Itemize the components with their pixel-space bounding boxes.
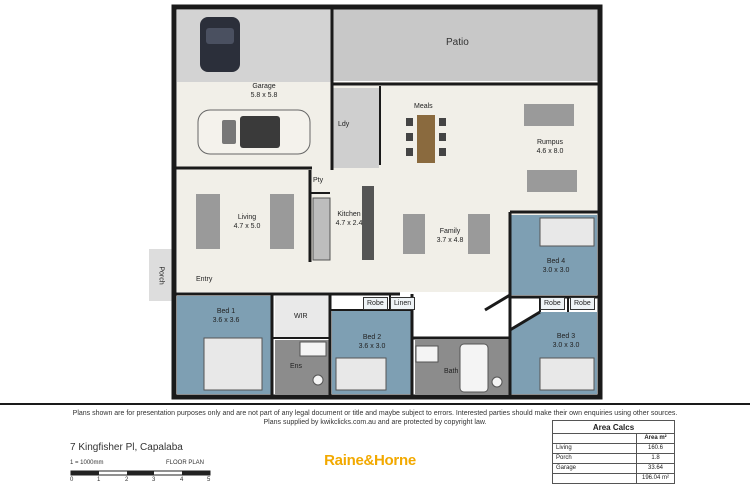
scale-tick: 1 <box>97 477 101 483</box>
toilet-bath <box>491 376 503 388</box>
bed3-label: Bed 3 3.0 x 3.0 <box>546 332 586 350</box>
bed4-name: Bed 4 <box>546 258 566 265</box>
living-sofa-left <box>196 194 220 249</box>
meals-label: Meals <box>414 103 433 110</box>
area-row-name: Porch <box>552 453 637 464</box>
rumpus-sofa-top <box>524 104 574 126</box>
rumpus-dims: 4.6 x 8.0 <box>536 148 564 155</box>
bed2-label: Bed 2 3.6 x 3.0 <box>352 333 392 351</box>
bed2-dims: 3.6 x 3.0 <box>358 343 386 350</box>
living-name: Living <box>237 214 257 221</box>
garage-label: Garage 5.8 x 5.8 <box>234 82 294 100</box>
laundry-floor <box>332 88 379 168</box>
patio-label: Patio <box>446 37 469 48</box>
pantry-label: Pty <box>313 177 324 184</box>
bathtub <box>459 343 489 393</box>
disclaimer-line-2: Plans supplied by kwikclicks.com.au and … <box>263 419 487 426</box>
toilet-ensuite <box>312 374 324 386</box>
robe-bed4-tag: Robe <box>540 297 565 310</box>
patio-area <box>333 7 599 81</box>
disclaimer: Plans shown are for presentation purpose… <box>0 409 750 427</box>
area-column-header: Area m² <box>636 433 675 444</box>
area-row-value: 33.64 <box>636 463 675 474</box>
bed1-dims: 3.6 x 3.6 <box>212 317 240 324</box>
area-row-value: 1.8 <box>636 453 675 464</box>
bed1-bed <box>203 337 263 391</box>
family-sofa-right <box>468 214 490 254</box>
car-bottom <box>197 109 311 155</box>
bed1-label: Bed 1 3.6 x 3.6 <box>206 307 246 325</box>
property-address: 7 Kingfisher Pl, Capalaba <box>70 442 183 453</box>
scale-tick: 2 <box>125 477 129 483</box>
linen-tag: Linen <box>390 297 416 310</box>
area-row-name: Living <box>552 443 637 454</box>
kitchen-island <box>362 186 374 260</box>
table-row: 196.04 m² <box>552 473 675 484</box>
scale-tick: 5 <box>207 477 211 483</box>
garage-name: Garage <box>252 83 276 90</box>
bed3-dims: 3.0 x 3.0 <box>552 342 580 349</box>
area-header-blank <box>552 433 637 444</box>
area-row-name: Garage <box>552 463 637 474</box>
family-name: Family <box>439 228 461 235</box>
living-sofa-right <box>270 194 294 249</box>
scale-bar <box>70 470 211 476</box>
rumpus-sofa-bottom <box>527 170 577 192</box>
kitchen-bench <box>312 197 331 261</box>
robe-bed2-tag: Robe <box>363 297 388 310</box>
scale-tick: 4 <box>180 477 184 483</box>
bed4-label: Bed 4 3.0 x 3.0 <box>536 257 576 275</box>
ensuite-label: Ens <box>290 363 303 370</box>
kitchen-label: Kitchen 4.7 x 2.4 <box>330 210 368 228</box>
entry-label: Entry <box>196 276 213 283</box>
rumpus-label: Rumpus 4.6 x 8.0 <box>530 138 570 156</box>
wir-label: WIR <box>294 313 308 320</box>
car-top <box>200 17 240 72</box>
meals-table <box>417 115 435 163</box>
porch-floor <box>149 249 173 301</box>
robe-bed3-tag: Robe <box>570 297 595 310</box>
bath-label: Bath <box>444 368 459 375</box>
area-total-blank <box>552 473 637 484</box>
family-sofa-left <box>403 214 425 254</box>
bed2-bed <box>335 357 387 391</box>
porch-label: Porch <box>157 266 165 285</box>
scale-tick: 0 <box>70 477 74 483</box>
area-total: 196.04 m² <box>636 473 675 484</box>
family-label: Family 3.7 x 4.8 <box>430 227 470 245</box>
plan-label: FLOOR PLAN <box>166 460 205 466</box>
bed4-dims: 3.0 x 3.0 <box>542 267 570 274</box>
bed3-name: Bed 3 <box>556 333 576 340</box>
area-row-value: 160.6 <box>636 443 675 454</box>
ensuite-vanity <box>299 341 327 357</box>
scale-tick: 3 <box>152 477 156 483</box>
kitchen-name: Kitchen <box>337 211 361 218</box>
bed2-name: Bed 2 <box>362 334 382 341</box>
bed4-bed <box>539 217 595 247</box>
family-dims: 3.7 x 4.8 <box>436 237 464 244</box>
laundry-label: Ldy <box>338 121 350 128</box>
disclaimer-line-1: Plans shown are for presentation purpose… <box>72 410 678 417</box>
wir-floor <box>275 296 330 338</box>
kitchen-dims: 4.7 x 2.4 <box>335 220 363 227</box>
rumpus-name: Rumpus <box>536 139 564 146</box>
bed3-bed <box>539 357 595 391</box>
vanity <box>415 345 439 363</box>
garage-dims: 5.8 x 5.8 <box>250 92 278 99</box>
living-dims: 4.7 x 5.0 <box>233 223 261 230</box>
bed1-name: Bed 1 <box>216 308 236 315</box>
area-calcs-title: Area Calcs <box>552 420 675 434</box>
scale-label: 1 = 1000mm <box>70 460 104 466</box>
brand-logo: Raine&Horne <box>324 452 416 469</box>
living-label: Living 4.7 x 5.0 <box>226 213 268 231</box>
